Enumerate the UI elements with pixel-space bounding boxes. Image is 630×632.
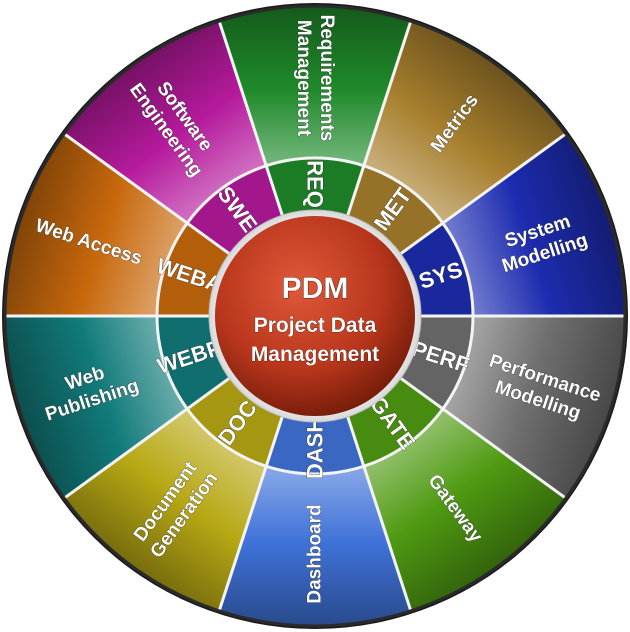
center-subtitle-line2: Management	[251, 343, 379, 366]
center-hub	[215, 216, 415, 416]
segment-swe	[64, 21, 267, 224]
segment-abbr-dash: DASH	[303, 417, 328, 479]
center-title: PDM	[282, 272, 349, 305]
center-subtitle-line1: Project Data	[254, 314, 377, 337]
segment-abbr-band-swe	[187, 165, 283, 254]
segment-dividers	[3, 4, 627, 628]
divider-line	[399, 132, 567, 255]
outer-segments	[5, 5, 625, 626]
divider-line	[217, 20, 284, 216]
segment-abbr-req: REQ	[303, 160, 328, 208]
divider-line	[217, 416, 284, 612]
segment-abbr-band-req	[266, 158, 364, 216]
segment-doc	[64, 408, 267, 611]
segment-sys	[442, 133, 625, 316]
segment-abbr-band-gate	[347, 378, 443, 467]
ring-separator	[155, 156, 475, 476]
segment-req	[219, 5, 411, 166]
segment-dash	[219, 466, 411, 626]
segment-label-req-line1: Requirements	[316, 15, 337, 142]
divider-line	[346, 20, 413, 216]
outer-rim	[3, 4, 627, 628]
segment-abbr-band-dash	[266, 416, 364, 475]
segment-label-req-line2: Management	[293, 20, 314, 137]
segment-met	[363, 21, 566, 224]
segment-label-dash: Dashboard	[305, 504, 326, 603]
segment-perf	[442, 316, 625, 499]
segment-abbr-band-met	[347, 165, 443, 254]
segment-webp	[5, 316, 188, 499]
divider-line	[63, 377, 231, 500]
divider-line	[63, 132, 231, 255]
divider-line	[399, 377, 567, 500]
segment-abbr-band-doc	[187, 378, 283, 467]
segment-weba	[5, 133, 188, 316]
divider-line	[346, 416, 413, 612]
segment-gate	[363, 408, 566, 611]
